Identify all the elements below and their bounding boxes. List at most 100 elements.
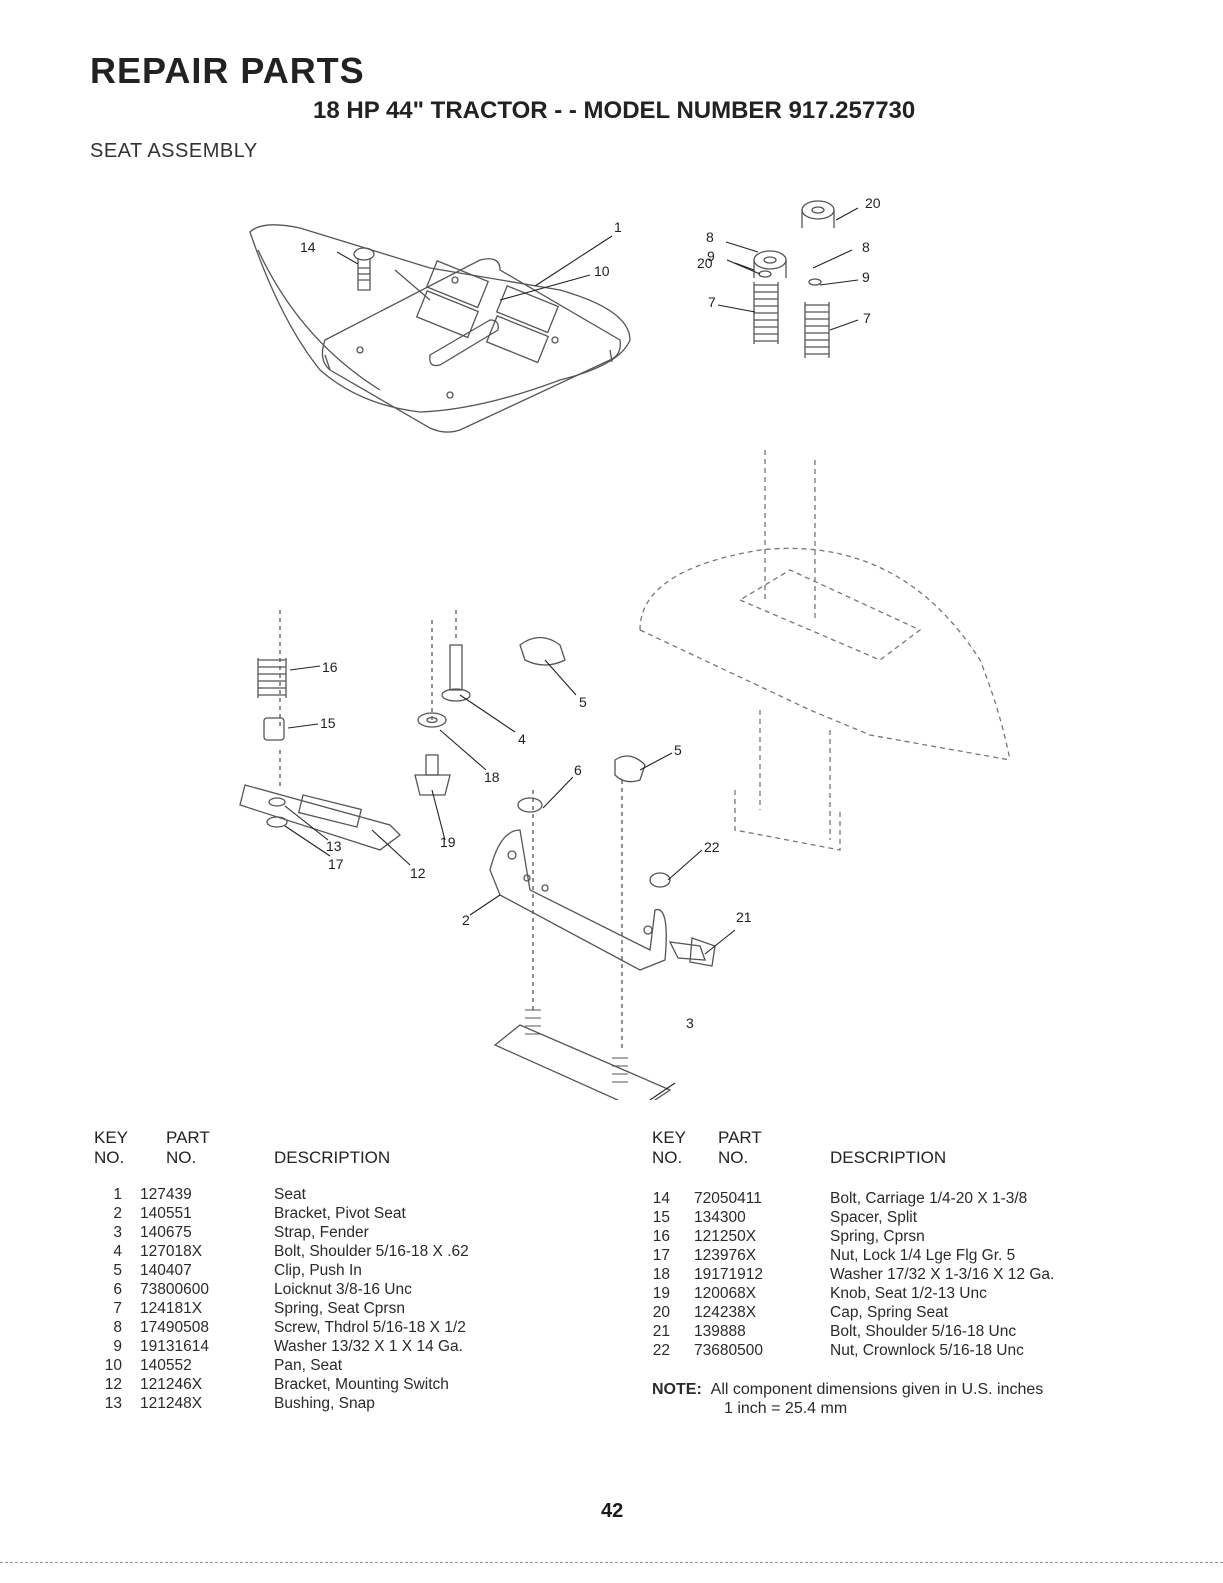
seat-pan-part <box>321 258 621 433</box>
callout-label: 4 <box>518 731 526 747</box>
part-description: Clip, Push In <box>274 1262 362 1279</box>
parts-table-left: KEY NO. PART NO. DESCRIPTION 1 127439 Seat… <box>94 1128 574 1438</box>
part-number: 123976X <box>694 1247 757 1264</box>
col-header-desc: DESCRIPTION <box>274 1148 391 1167</box>
part-key-no: 18 <box>652 1266 670 1283</box>
part-description: Spring, Seat Cprsn <box>274 1300 405 1317</box>
callout-label: 5 <box>674 742 682 758</box>
part-key-no: 12 <box>104 1376 122 1393</box>
fender-outline <box>639 450 1011 851</box>
callout-label: 21 <box>736 909 752 925</box>
page-bottom-rule <box>0 1562 1223 1563</box>
part-number: 73680500 <box>694 1342 763 1359</box>
callout-label: 18 <box>484 769 500 785</box>
part-key-no: 19 <box>652 1285 670 1302</box>
part-description: Bracket, Pivot Seat <box>274 1205 406 1222</box>
part-description: Spring, Cprsn <box>830 1228 925 1245</box>
callout-label: 9 <box>862 269 870 285</box>
part-key-no: 5 <box>113 1262 122 1279</box>
callout-label: 10 <box>594 263 610 279</box>
part-key-no: 3 <box>113 1224 122 1241</box>
callout-label: 3 <box>686 1015 694 1031</box>
part-description: Screw, Thdrol 5/16-18 X 1/2 <box>274 1319 466 1336</box>
callout-label: 13 <box>326 838 342 854</box>
callout-label: 8 <box>706 229 714 245</box>
part-description: Seat <box>274 1186 306 1203</box>
part-key-no: 16 <box>652 1228 670 1245</box>
callout-label: 9 <box>707 248 715 264</box>
callout-label: 7 <box>863 310 871 326</box>
callout-label: 16 <box>322 659 338 675</box>
exploded-parts-diagram: 1 20 20 8 8 9 9 7 7 14 10 16 15 4 5 18 6… <box>239 195 1011 1100</box>
callout-label: 12 <box>410 865 426 881</box>
part-number: 140552 <box>140 1357 192 1374</box>
col-header-key: KEY NO. <box>94 1128 128 1168</box>
part-key-no: 1 <box>113 1186 122 1203</box>
header-line: NO. <box>166 1148 197 1167</box>
part-description: Pan, Seat <box>274 1357 343 1374</box>
callout-label: 6 <box>574 762 582 778</box>
section-heading: SEAT ASSEMBLY <box>90 140 258 162</box>
part-description: Loicknut 3/8-16 Unc <box>274 1281 412 1298</box>
table-row: 5 140407 Clip, Push In <box>94 1262 574 1280</box>
callout-label: 7 <box>708 294 716 310</box>
part-key-no: 4 <box>113 1243 122 1260</box>
part-key-no: 21 <box>652 1323 670 1340</box>
carriage-bolt-part <box>353 247 375 291</box>
part-description: Bolt, Shoulder 5/16-18 Unc <box>830 1323 1017 1340</box>
note-label: NOTE: <box>652 1381 702 1398</box>
part-number: 121248X <box>140 1395 203 1412</box>
part-number: 17490508 <box>140 1319 209 1336</box>
part-description: Nut, Lock 1/4 Lge Flg Gr. 5 <box>830 1247 1016 1264</box>
model-subtitle: 18 HP 44" TRACTOR - - MODEL NUMBER 917.2… <box>313 97 916 124</box>
header-line: NO. <box>652 1148 683 1167</box>
springs-part <box>753 282 830 358</box>
col-header-part: PART NO. <box>718 1128 762 1168</box>
note-line-2: 1 inch = 25.4 mm <box>724 1400 848 1417</box>
part-number: 120068X <box>694 1285 757 1302</box>
callout-label: 20 <box>865 195 881 211</box>
part-key-no: 17 <box>652 1247 670 1264</box>
part-description: Bracket, Mounting Switch <box>274 1376 449 1393</box>
col-header-part: PART NO. <box>166 1128 210 1168</box>
callout-label: 17 <box>328 856 344 872</box>
header-line: KEY <box>94 1128 129 1147</box>
part-key-no: 10 <box>104 1357 122 1374</box>
callout-label: 19 <box>440 834 456 850</box>
table-row: 8 17490508 Screw, Thdrol 5/16-18 X 1/2 <box>94 1319 574 1337</box>
part-description: Washer 13/32 X 1 X 14 Ga. <box>274 1338 463 1355</box>
header-line: NO. <box>94 1148 125 1167</box>
callout-label: 8 <box>862 239 870 255</box>
dimension-note: NOTE: All component dimensions given in … <box>652 1381 1044 1417</box>
page-number: 42 <box>601 1500 624 1522</box>
part-number: 127439 <box>140 1186 192 1203</box>
callout-label: 20 <box>697 255 713 271</box>
part-key-no: 8 <box>113 1319 122 1336</box>
note-line-1: All component dimensions given in U.S. i… <box>710 1381 1044 1398</box>
part-key-no: 15 <box>652 1209 670 1226</box>
table-row: 1 127439 Seat <box>94 1186 574 1204</box>
part-key-no: 13 <box>104 1395 122 1412</box>
callout-label: 2 <box>462 912 470 928</box>
part-number: 73800600 <box>140 1281 209 1298</box>
part-number: 19131614 <box>140 1338 209 1355</box>
part-number: 140407 <box>140 1262 192 1279</box>
part-number: 124238X <box>694 1304 757 1321</box>
header-line: KEY <box>652 1128 687 1147</box>
part-description: Knob, Seat 1/2-13 Unc <box>830 1285 987 1302</box>
callout-label: 15 <box>320 715 336 731</box>
header-line: PART <box>166 1128 210 1147</box>
col-header-desc: DESCRIPTION <box>830 1148 947 1167</box>
part-description: Nut, Crownlock 5/16-18 Unc <box>830 1342 1024 1359</box>
part-number: 72050411 <box>694 1190 762 1207</box>
part-number: 134300 <box>694 1209 746 1226</box>
